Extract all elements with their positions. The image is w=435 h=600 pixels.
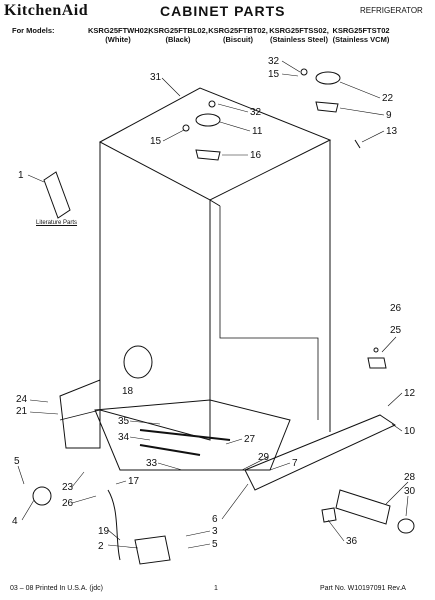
- callout-label: 33: [146, 458, 158, 469]
- callout-label: 32: [268, 56, 280, 67]
- callout-label: 34: [118, 432, 130, 443]
- callout-label: 31: [150, 72, 162, 83]
- callout-label: 6: [212, 514, 218, 525]
- compressor-bracket: [134, 535, 171, 565]
- callout-label: 5: [212, 539, 218, 550]
- footer-part-number: Part No. W10197091 Rev.A: [320, 585, 406, 592]
- model-entry: KSRG25FTST02 (Stainless VCM): [332, 26, 390, 44]
- callout-label: 32: [250, 107, 262, 118]
- footer-print-info: 03 – 08 Printed In U.S.A. (jdc): [10, 585, 103, 592]
- screw: [208, 100, 216, 108]
- clip: [354, 139, 361, 149]
- model-entry: KSRG25FTSS02, (Stainless Steel): [269, 26, 329, 44]
- callout-label: 3: [212, 526, 218, 537]
- cabinet-opening: [219, 206, 319, 420]
- roller-assembly: [335, 489, 391, 525]
- drain-cap-inset: [123, 345, 153, 379]
- screw: [182, 124, 190, 132]
- leader-lines: [17, 60, 409, 549]
- callout-label: 22: [382, 93, 394, 104]
- model-entry: KSRG25FTWH02, (White): [88, 26, 151, 44]
- hinge-cover-right: [315, 71, 341, 85]
- callout-label: 26: [390, 303, 402, 314]
- cabinet-left-side: [99, 142, 211, 441]
- callout-label: 23: [62, 482, 74, 493]
- page-title: CABINET PARTS: [160, 3, 286, 19]
- callout-label: 26: [62, 498, 74, 509]
- callout-label: 27: [244, 434, 256, 445]
- callout-label: 19: [98, 526, 110, 537]
- hinge-cover: [195, 113, 221, 127]
- base-tray: [94, 399, 291, 471]
- footer-page-number: 1: [214, 585, 218, 592]
- callout-label: 30: [404, 486, 416, 497]
- callout-label: 17: [128, 476, 140, 487]
- callout-label: 5: [14, 456, 20, 467]
- hinge-bracket-right: [315, 101, 339, 113]
- callout-label: 9: [386, 110, 392, 121]
- product-label: REFRIGERATOR: [360, 6, 423, 15]
- leveling-leg: [367, 357, 387, 369]
- callout-label: 18: [122, 386, 134, 397]
- roller-wheel: [397, 518, 415, 534]
- model-entry: KSRG25FTBL02, (Black): [148, 26, 208, 44]
- drain-tube: [139, 429, 231, 441]
- literature-parts-label: Literature Parts: [36, 220, 78, 226]
- callout-label: 7: [292, 458, 298, 469]
- callout-label: 29: [258, 452, 270, 463]
- callout-label: 36: [346, 536, 358, 547]
- callout-label: 15: [150, 136, 162, 147]
- callout-label: 25: [390, 325, 402, 336]
- callout-label: 35: [118, 416, 130, 427]
- callout-label: 13: [386, 126, 398, 137]
- screw: [300, 68, 308, 76]
- callout-label: 1: [18, 170, 24, 181]
- callout-label: 12: [404, 388, 416, 399]
- water-line: [107, 489, 121, 561]
- clip-block: [321, 507, 337, 523]
- callout-label: 2: [98, 541, 104, 552]
- lower-left-bracket: [59, 379, 101, 449]
- callout-labels: 31 32 11 15 16 32 15 22 9 13 1 26 25 18 …: [12, 56, 416, 552]
- literature-booklet: [43, 171, 71, 219]
- callout-label: 16: [250, 150, 262, 161]
- callout-label: 24: [16, 394, 28, 405]
- water-valve: [32, 486, 52, 506]
- callout-label: 10: [404, 426, 416, 437]
- callout-label: 11: [252, 126, 263, 137]
- callout-label: 21: [16, 406, 28, 417]
- brand-logo: KitchenAid: [4, 2, 89, 19]
- callout-label: 15: [268, 69, 280, 80]
- callout-label: 28: [404, 472, 416, 483]
- callout-label: 4: [12, 516, 18, 527]
- hinge-bracket: [195, 149, 221, 161]
- models-label: For Models:: [12, 26, 55, 35]
- toe-grille: [244, 414, 397, 491]
- model-entry: KSRG25FTBT02, (Biscuit): [208, 26, 268, 44]
